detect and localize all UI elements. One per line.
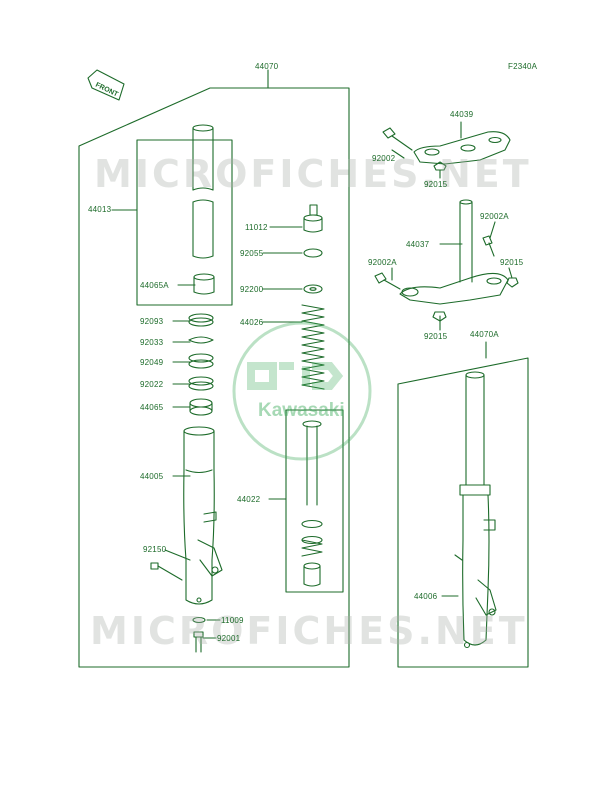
label-44013: 44013: [88, 205, 112, 214]
label-92015-right: 92015: [500, 258, 524, 267]
inner-tube-part: [192, 124, 214, 259]
label-44022: 44022: [237, 495, 261, 504]
front-arrow-icon: [87, 69, 125, 101]
bolt-92001: [193, 631, 204, 653]
label-92002A-lower: 92002A: [368, 258, 397, 267]
bolt-92002A-upper: [482, 235, 495, 257]
label-44006: 44006: [414, 592, 438, 601]
cap-bolt-11012: [303, 204, 323, 233]
label-44039: 44039: [450, 110, 474, 119]
spring-44026: [301, 304, 325, 390]
damper-rod-44022: [301, 420, 323, 587]
upper-bracket-44039: [413, 131, 511, 165]
washer-11009: [192, 616, 206, 624]
right-assembly-frame: [397, 357, 529, 668]
label-11012: 11012: [245, 223, 268, 232]
label-92055: 92055: [240, 249, 264, 258]
figure-code: F2340A: [508, 62, 538, 71]
label-92015-lower: 92015: [424, 332, 448, 341]
label-44037: 44037: [406, 240, 430, 249]
label-44005: 44005: [140, 472, 164, 481]
washer-92200: [303, 284, 323, 294]
left-assembly-frame: [78, 87, 350, 668]
bolt-92150: [150, 562, 183, 581]
inner-tube-group-frame: [136, 139, 233, 306]
label-44065A: 44065A: [140, 281, 169, 290]
bolt-92002: [382, 127, 413, 151]
label-44070: 44070: [255, 62, 279, 71]
assembled-fork-44070A: [454, 371, 497, 649]
label-44065: 44065: [140, 403, 164, 412]
label-92002A-upper: 92002A: [480, 212, 509, 221]
bushing-44065A: [193, 273, 215, 295]
nut-92015-right: [506, 277, 519, 288]
label-92093: 92093: [140, 317, 164, 326]
label-92049: 92049: [140, 358, 164, 367]
label-92015-upper: 92015: [424, 180, 448, 189]
label-44026: 44026: [240, 318, 264, 327]
kawasaki-logo: [232, 321, 372, 461]
label-92200: 92200: [240, 285, 264, 294]
label-92022: 92022: [140, 380, 164, 389]
label-44070A: 44070A: [470, 330, 499, 339]
seal-stack: [188, 313, 214, 416]
watermark-lower: MICROFICHES.NET: [90, 609, 528, 653]
nut-92015-upper: [433, 161, 447, 171]
label-92001: 92001: [217, 634, 241, 643]
outer-tube-part: [183, 426, 223, 605]
bolt-92002A-lower: [374, 272, 401, 290]
o-ring-92055: [303, 248, 323, 258]
steering-stem-44037: [399, 199, 509, 305]
nut-92015-lower: [432, 311, 447, 322]
label-92002: 92002: [372, 154, 396, 163]
watermark-upper: MICROFICHES.NET: [94, 152, 532, 196]
label-11009: 11009: [221, 616, 244, 625]
label-92033: 92033: [140, 338, 164, 347]
label-92150: 92150: [143, 545, 167, 554]
logo-text: Kawasaki: [258, 400, 345, 421]
damper-group-frame: [285, 409, 344, 593]
